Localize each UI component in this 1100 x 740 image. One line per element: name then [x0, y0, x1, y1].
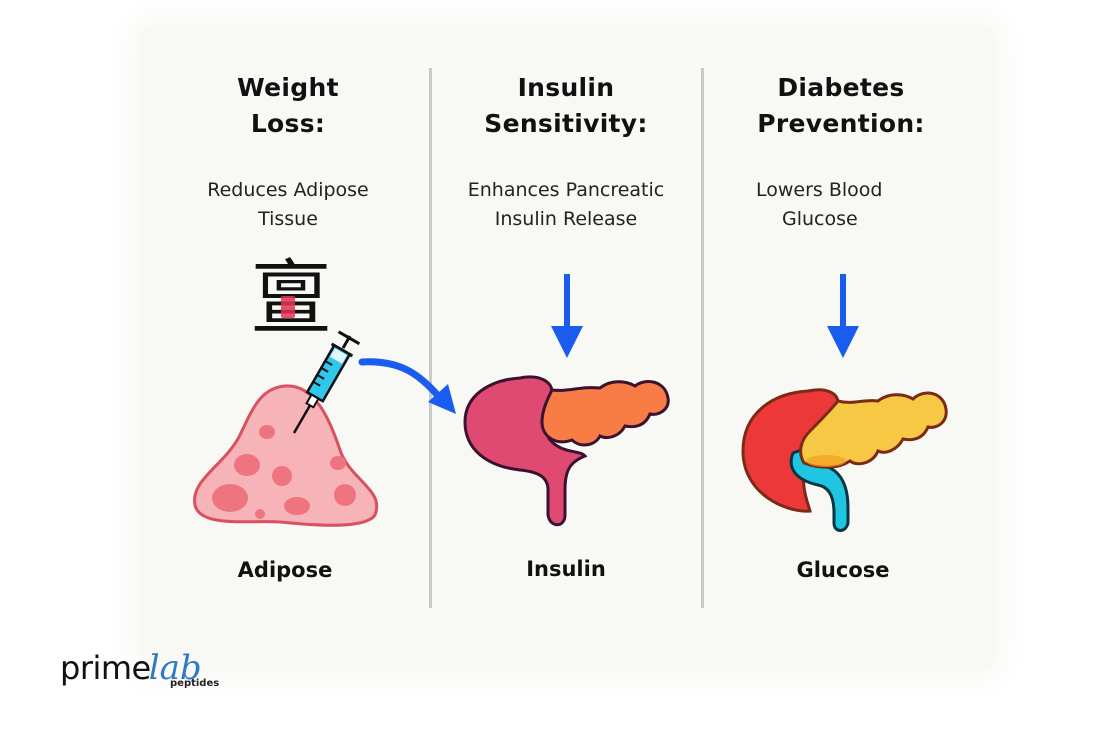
- column-divider-2: [701, 68, 704, 608]
- heading-line: Prevention:: [757, 109, 925, 138]
- desc-line: Insulin Release: [494, 208, 638, 230]
- logo-peptides-text: peptides: [170, 678, 220, 689]
- insulin-sensitivity-column: Insulin Sensitivity: Enhances Pancreatic…: [431, 70, 701, 234]
- adipose-tissue-icon: [193, 384, 379, 527]
- down-arrow-icon: [827, 274, 859, 358]
- logo-lab-text: lab: [148, 648, 202, 688]
- desc-line: Lowers Blood: [756, 179, 883, 201]
- pancreas-icon: [741, 388, 948, 532]
- down-arrow-icon: [551, 274, 583, 358]
- heading-line: Sensitivity:: [484, 109, 648, 138]
- desc-line: Enhances Pancreatic: [467, 179, 665, 201]
- desc-line: Tissue: [258, 208, 318, 230]
- heading-line: Diabetes: [777, 73, 905, 102]
- pancreas-icon: [463, 375, 670, 527]
- insulin-label: Insulin: [526, 557, 606, 581]
- heading-line: Loss:: [250, 109, 326, 138]
- glucose-label: Glucose: [796, 558, 890, 582]
- diabetes-prevention-column: Diabetes Prevention: Lowers Blood Glucos…: [706, 70, 976, 234]
- weight-loss-heading: Weight Loss:: [153, 70, 423, 142]
- desc-line: Reduces Adipose: [207, 179, 369, 201]
- weight-loss-column: Weight Loss: Reduces Adipose Tissue: [153, 70, 423, 234]
- syringe-icon: [292, 330, 361, 434]
- adipose-label: Adipose: [237, 558, 333, 582]
- diabetes-prevention-heading: Diabetes Prevention:: [706, 70, 976, 142]
- weight-loss-description: Reduces Adipose Tissue: [153, 176, 423, 234]
- insulin-sensitivity-description: Enhances Pancreatic Insulin Release: [431, 176, 701, 234]
- column-divider-1: [429, 68, 432, 608]
- insulin-sensitivity-heading: Insulin Sensitivity:: [431, 70, 701, 142]
- desc-line: Glucose: [782, 208, 858, 230]
- curved-arrow-icon: [358, 358, 456, 414]
- heading-line: Insulin: [517, 73, 615, 102]
- primelab-logo: primelab peptides: [60, 648, 219, 689]
- heading-line: Weight: [237, 73, 339, 102]
- logo-prime-text: prime: [60, 649, 151, 687]
- diabetes-prevention-description: Lowers Blood Glucose: [706, 176, 976, 234]
- vial-red-fluid: [281, 296, 295, 318]
